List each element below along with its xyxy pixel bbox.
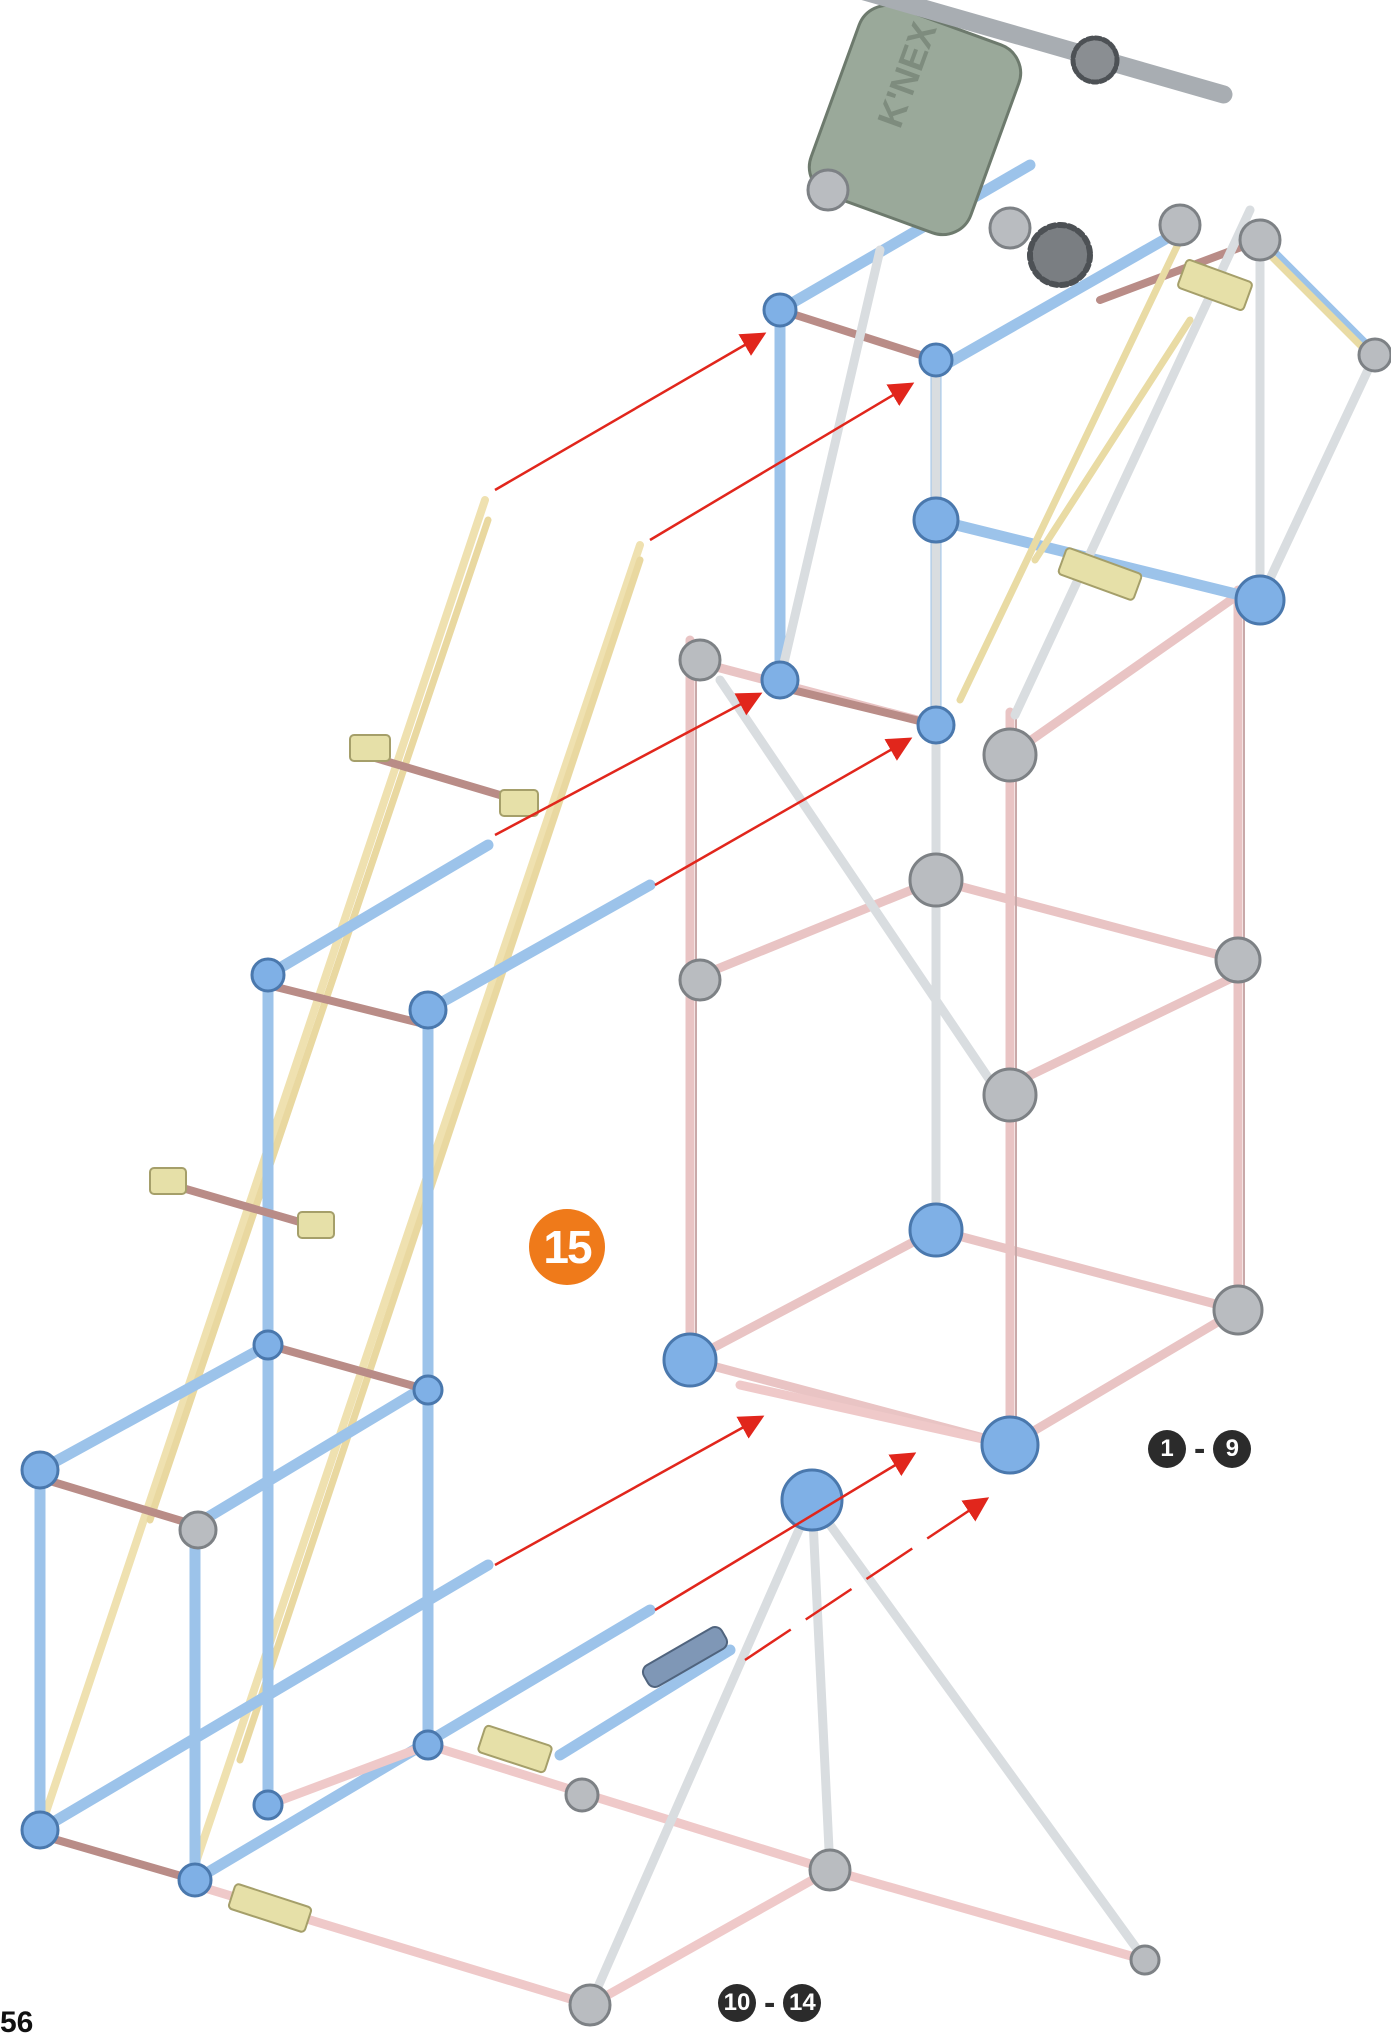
range-start-badge: 10 — [718, 1984, 756, 2022]
range-end-badge: 14 — [783, 1984, 822, 2022]
page-number: 56 — [0, 2006, 34, 2039]
motor-icon: K'NEX — [807, 0, 1233, 237]
gear-icon — [1027, 35, 1120, 288]
range-start-badge: 1 — [1148, 1430, 1186, 1468]
range-separator: - — [1194, 1430, 1206, 1468]
step-range-lower: 10 - 14 — [718, 1984, 822, 2022]
step-range-upper: 1 - 9 — [1148, 1430, 1252, 1468]
range-end-badge: 9 — [1213, 1430, 1252, 1468]
step-number-badge: 15 — [529, 1209, 605, 1285]
assembly-arrows — [494, 332, 990, 1662]
top-section: K'NEX — [774, 0, 1381, 1235]
connectors — [20, 168, 1391, 2027]
ramp-frame — [34, 496, 1150, 2010]
range-separator: - — [764, 1984, 776, 2022]
